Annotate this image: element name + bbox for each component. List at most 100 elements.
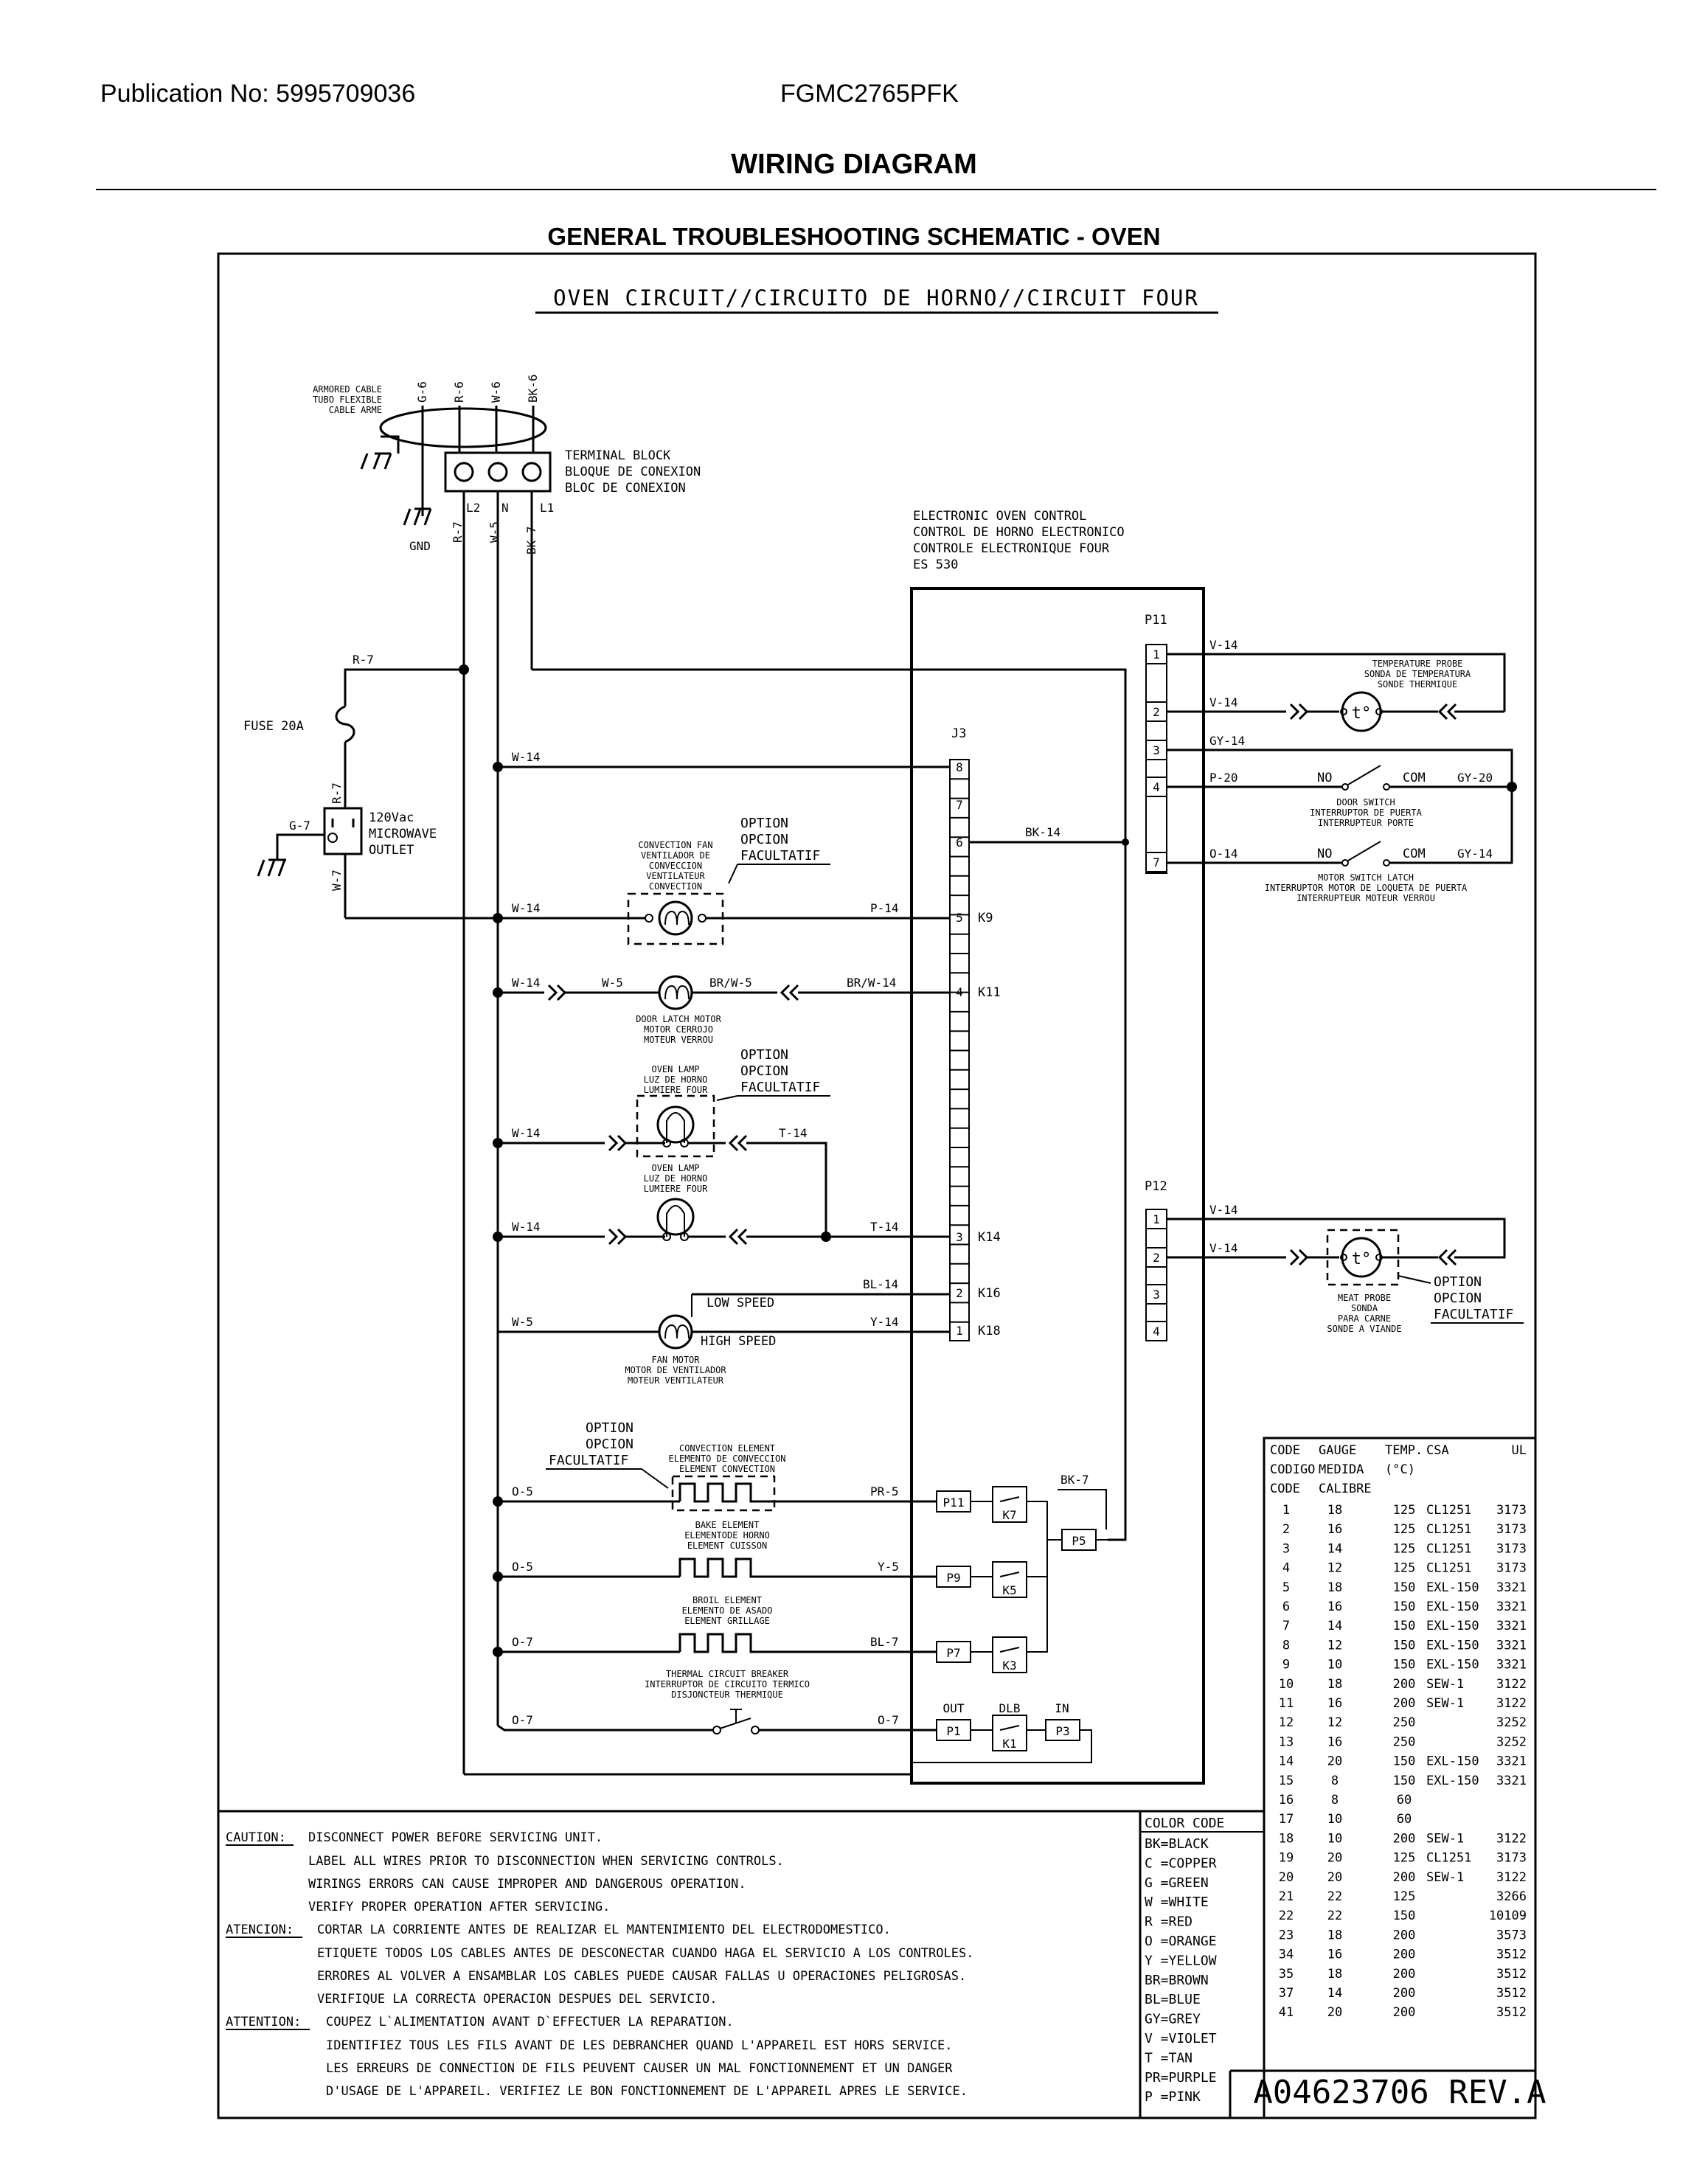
gauge-row-cell: 3252 [1496,1715,1527,1730]
gauge-row-cell: 18 [1327,1503,1342,1518]
svg-text:K5: K5 [1002,1583,1016,1597]
svg-text:OVEN LAMP: OVEN LAMP [651,1064,699,1074]
gauge-row-cell: 125 [1393,1541,1416,1556]
svg-text:FAN MOTOR: FAN MOTOR [651,1355,700,1365]
svg-text:8: 8 [956,760,963,774]
svg-text:LUMIERE FOUR: LUMIERE FOUR [644,1085,708,1095]
gauge-row-cell: SEW-1 [1426,1831,1464,1846]
gauge-row-cell: 150 [1393,1619,1416,1633]
j3-pin-labels: 8 7 6 5 4 3 2 1 [956,760,963,1338]
gauge-row-cell: 3122 [1496,1870,1527,1885]
gauge-row-cell: 12 [1327,1715,1342,1730]
gauge-header-cell: GAUGE [1319,1443,1356,1458]
wire-label-o7: O-7 [878,1713,899,1727]
gauge-row-cell: 200 [1393,1986,1416,2001]
svg-text:IDENTIFIEZ TOUS LES FILS AVANT: IDENTIFIEZ TOUS LES FILS AVANT DE LES DE… [326,2038,953,2053]
svg-text:ATTENTION:: ATTENTION: [226,2015,301,2029]
color-code-title: COLOR CODE [1145,1816,1224,1831]
svg-text:P7: P7 [946,1646,960,1660]
svg-text:OPCION: OPCION [740,1063,788,1079]
svg-text:WIRINGS ERRORS CAN CAUSE IMPRO: WIRINGS ERRORS CAN CAUSE IMPROPER AND DA… [308,1877,746,1892]
svg-text:K11: K11 [978,985,1001,1000]
wire-label-o7-thermal: O-7 [512,1713,533,1727]
gauge-row-cell: 3266 [1496,1889,1527,1904]
svg-text:ELEMENT CUISSON: ELEMENT CUISSON [687,1541,767,1551]
svg-text:TERMINAL BLOCK: TERMINAL BLOCK [565,448,671,463]
svg-text:W-6: W-6 [489,381,503,403]
svg-text:MOTEUR VERROU: MOTEUR VERROU [644,1035,713,1045]
gauge-row-cell: 3173 [1496,1851,1527,1866]
gauge-row-cell: 21 [1279,1889,1294,1904]
gauge-header-cell: MEDIDA [1319,1462,1364,1477]
gauge-row-cell: CL1251 [1426,1503,1471,1518]
svg-text:N: N [501,501,509,515]
gnd-label: GND [409,539,431,553]
gauge-row-cell: 3573 [1496,1928,1527,1942]
svg-text:CONVECTION: CONVECTION [649,881,702,892]
wire-label-brw14: BR/W-14 [847,976,896,990]
outlet-ground-icon [257,858,286,877]
svg-text:CONVECTION ELEMENT: CONVECTION ELEMENT [679,1443,775,1454]
supply-wire-labels: G-6 R-6 W-6 BK-6 [415,374,540,403]
svg-text:CABLE ARME: CABLE ARME [329,405,382,415]
color-code-item: BK=BLACK [1145,1836,1209,1852]
gauge-row-cell: 3321 [1496,1580,1527,1595]
wire-label-bl7: BL-7 [870,1635,899,1649]
oven-lamp-icon-1 [656,1105,695,1144]
svg-text:FACULTATIF: FACULTATIF [740,848,820,864]
wire-label-bk7: BK-7 [1060,1473,1089,1487]
fuse-icon [335,705,355,743]
gauge-header-cell: TEMP. [1385,1443,1423,1458]
svg-text:FACULTATIF: FACULTATIF [740,1080,820,1095]
svg-text:P9: P9 [946,1571,960,1585]
svg-text:ELEMENTODE HORNO: ELEMENTODE HORNO [684,1530,770,1541]
gauge-row-cell: 3122 [1496,1831,1527,1846]
wire-label-bk14: BK-14 [1025,825,1060,839]
svg-text:2: 2 [1153,705,1160,719]
gauge-row-cell: CL1251 [1426,1522,1471,1537]
gauge-row-cell: 3173 [1496,1522,1527,1537]
gauge-row-cell: EXL-150 [1426,1774,1479,1788]
bake-element-icon [678,1557,764,1578]
gauge-row-cell: 41 [1279,2005,1294,2020]
svg-text:K9: K9 [978,911,993,925]
svg-text:TUBO FLEXIBLE: TUBO FLEXIBLE [313,395,382,405]
fan-motor-icon [658,1314,693,1350]
svg-text:MOTOR CERROJO: MOTOR CERROJO [644,1024,713,1035]
gauge-row-cell: 200 [1393,1870,1416,1885]
color-code-item: Y =YELLOW [1145,1953,1217,1968]
gauge-row-cell: 60 [1397,1793,1412,1807]
gauge-row-cell: 19 [1279,1851,1294,1866]
svg-text:PARA CARNE: PARA CARNE [1338,1313,1391,1324]
page-title: WIRING DIAGRAM [731,149,977,180]
wire-label-v14-p12-2: V-14 [1209,1241,1238,1255]
gauge-row-cell: 125 [1393,1889,1416,1904]
wire-label-brw5: BR/W-5 [709,976,752,990]
svg-text:1: 1 [1153,1212,1160,1226]
terminal-block [444,451,552,493]
svg-text:OPTION: OPTION [740,1047,788,1063]
svg-text:MOTEUR VENTILATEUR: MOTEUR VENTILATEUR [628,1375,724,1386]
temperature-probe-symbol: t° [1352,704,1372,723]
circuit-title: OVEN CIRCUIT//CIRCUITO DE HORNO//CIRCUIT… [553,285,1199,310]
gauge-row-cell: 12 [1327,1638,1342,1653]
svg-text:OPTION: OPTION [1434,1274,1482,1290]
gauge-row-cell: 22 [1327,1909,1342,1923]
gauge-row-cell: 18 [1327,1967,1342,1982]
svg-text:OVEN LAMP: OVEN LAMP [651,1163,699,1173]
electronic-oven-control [910,587,1205,1785]
meat-probe-label: MEAT PROBE SONDA PARA CARNE SONDE A VIAN… [1327,1293,1401,1334]
gauge-row-cell: 150 [1393,1638,1416,1653]
gauge-row-cell: 9 [1282,1658,1290,1673]
svg-text:SONDE THERMIQUE: SONDE THERMIQUE [1378,679,1457,690]
color-code-item: GY=GREY [1145,2012,1201,2027]
gauge-row-cell: 3173 [1496,1541,1527,1556]
svg-text:THERMAL CIRCUIT BREAKER: THERMAL CIRCUIT BREAKER [666,1669,789,1679]
svg-text:LUZ DE HORNO: LUZ DE HORNO [644,1074,708,1085]
gauge-row-cell: 10 [1327,1831,1342,1846]
gauge-row-cell: 14 [1327,1541,1342,1556]
svg-text:ELEMENT CONVECTION: ELEMENT CONVECTION [679,1464,775,1474]
gauge-row-cell: 1 [1282,1503,1290,1518]
motor-switch-no: NO [1317,847,1332,861]
